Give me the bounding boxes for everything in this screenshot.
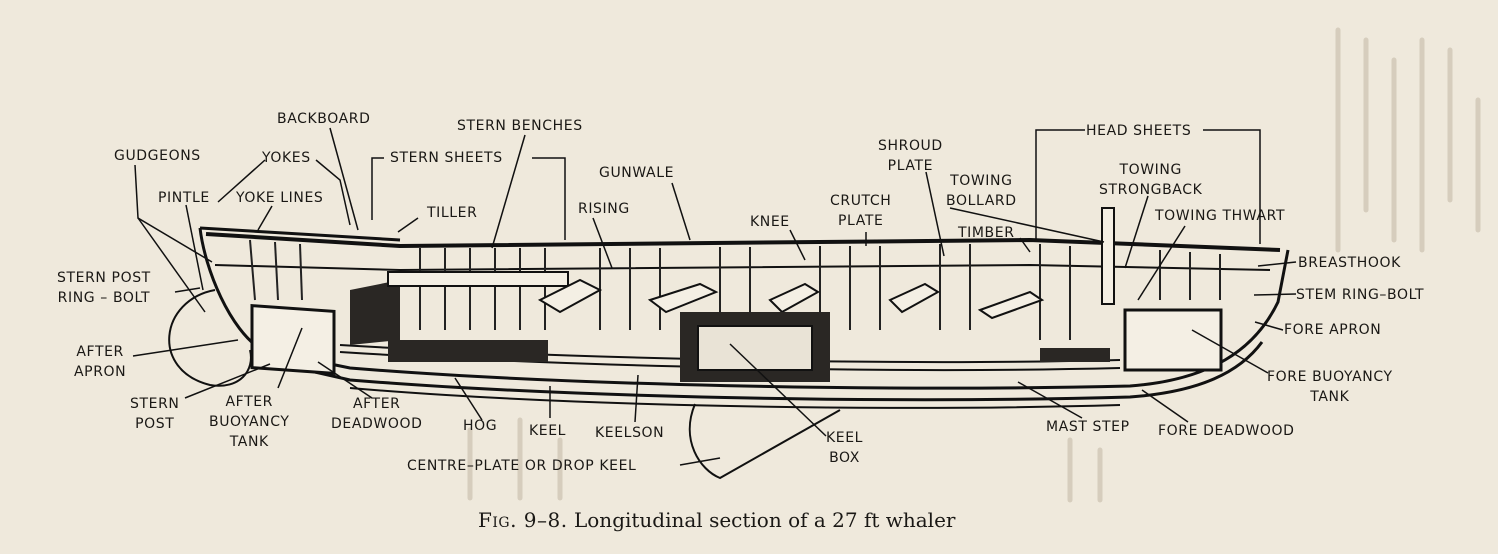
mast-step-grating [1040,348,1110,362]
keel-lower-line [349,387,1121,409]
label-gudgeons: GUDGEONS [114,148,201,164]
gunwale-rail [205,232,1281,252]
rising-rail [214,263,1271,272]
towing-strongback-post [1101,207,1115,305]
label-stern-sheets: STERN SHEETS [390,150,503,166]
grating [388,340,548,362]
label-keel: KEEL [529,423,567,439]
centre-plate-outline [688,403,841,480]
keel-line [261,341,1264,402]
label-knee: KNEE [750,214,790,230]
figure-caption: Fig. 9–8. Longitudinal section of a 27 f… [478,508,955,532]
label-pintle: PINTLE [158,190,210,206]
figure-title: Longitudinal section of a 27 ft whaler [573,508,956,532]
fore-buoyancy-tank-shape [1123,308,1223,372]
label-keelson: KEELSON [595,425,665,441]
tiller-bar [199,226,401,242]
label-gunwale: GUNWALE [599,165,675,181]
label-stern-benches: STERN BENCHES [457,118,583,134]
label-fore-apron: FORE APRON [1284,322,1382,338]
label-yokes: YOKES [262,150,311,166]
thwarts [537,278,1045,320]
label-fore-deadwood: FORE DEADWOOD [1158,423,1295,439]
label-towing-thwart: TOWING THWART [1155,208,1286,224]
label-tiller: TILLER [427,205,478,221]
label-timber: TIMBER [958,225,1015,241]
label-stem-ring-bolt: STEM RING–BOLT [1296,287,1425,303]
label-breasthook: BREASTHOOK [1298,255,1401,271]
label-backboard: BACKBOARD [277,111,371,127]
leader-lines [132,127,1297,466]
label-yoke-lines: YOKE LINES [236,190,324,206]
label-mast-step: MAST STEP [1046,419,1130,435]
label-centre-plate: CENTRE–PLATE OR DROP KEEL [407,458,637,474]
label-head-sheets: HEAD SHEETS [1086,123,1192,139]
after-buoyancy-tank-shape [250,304,336,375]
keel-box-window [697,325,813,371]
label-hog: HOG [463,418,498,434]
rudder-outline [168,289,252,387]
label-rising: RISING [578,201,630,217]
figure-number: Fig. 9–8. [478,508,568,532]
stern-bench-shape [387,271,569,287]
stern-sheets-bench [350,280,400,345]
